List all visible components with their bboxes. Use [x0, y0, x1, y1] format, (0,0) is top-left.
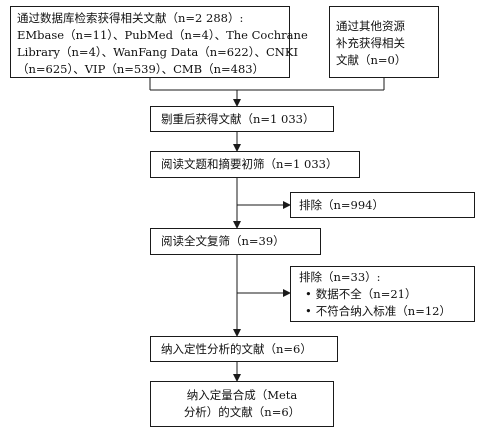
full-text-screen-box: 阅读全文复筛（n=39）: [150, 228, 321, 255]
dedup-box: 剔重后获得文献（n=1 033）: [150, 106, 334, 132]
database-search-box: 通过数据库检索获得相关文献（n=2 288）: EMbase（n=11）、Pub…: [10, 6, 308, 78]
meta-analysis-line-1: 纳入定量合成（Meta: [186, 388, 298, 402]
exclusion-box-2: 排除（n=33）: •数据不全（n=21） •不符合纳入标准（n=12）: [290, 266, 475, 322]
exclusion-2-item-1-text: 数据不全（n=21）: [315, 287, 417, 301]
other-sources-line-2: 补充获得相关: [336, 36, 405, 50]
exclusion-1-label: 排除（n=994）: [299, 198, 384, 212]
other-sources-box: 通过其他资源 补充获得相关 文献（n=0）: [329, 6, 439, 78]
database-search-line-1: 通过数据库检索获得相关文献（n=2 288）:: [17, 11, 244, 25]
database-search-line-4: （n=625）、VIP（n=539）、CMB（n=483）: [17, 62, 265, 76]
meta-analysis-box: 纳入定量合成（Meta 分析）的文献（n=6）: [150, 381, 334, 427]
bullet-1: •: [305, 287, 312, 301]
exclusion-2-title: 排除（n=33）:: [299, 270, 381, 284]
full-text-screen-label: 阅读全文复筛（n=39）: [161, 234, 285, 248]
qualitative-analysis-box: 纳入定性分析的文献（n=6）: [150, 336, 338, 362]
bullet-2: •: [305, 304, 312, 318]
exclusion-2-item-2-text: 不符合纳入标准（n=12）: [315, 304, 451, 318]
meta-analysis-line-2: 分析）的文献（n=6）: [183, 405, 301, 419]
exclusion-2-item-1: •数据不全（n=21）: [299, 286, 466, 303]
dedup-label: 剔重后获得文献（n=1 033）: [161, 112, 315, 126]
other-sources-line-1: 通过其他资源: [336, 19, 405, 33]
database-search-line-2: EMbase（n=11）、PubMed（n=4）、The Cochrane: [17, 28, 308, 42]
exclusion-2-item-2: •不符合纳入标准（n=12）: [299, 303, 466, 320]
qualitative-analysis-label: 纳入定性分析的文献（n=6）: [161, 342, 312, 356]
title-abstract-screen-box: 阅读文题和摘要初筛（n=1 033）: [150, 151, 360, 178]
exclusion-box-1: 排除（n=994）: [290, 192, 475, 218]
title-abstract-screen-label: 阅读文题和摘要初筛（n=1 033）: [161, 157, 338, 171]
other-sources-line-3: 文献（n=0）: [336, 53, 407, 67]
database-search-line-3: Library（n=4）、WanFang Data（n=622）、CNKI: [17, 45, 298, 59]
